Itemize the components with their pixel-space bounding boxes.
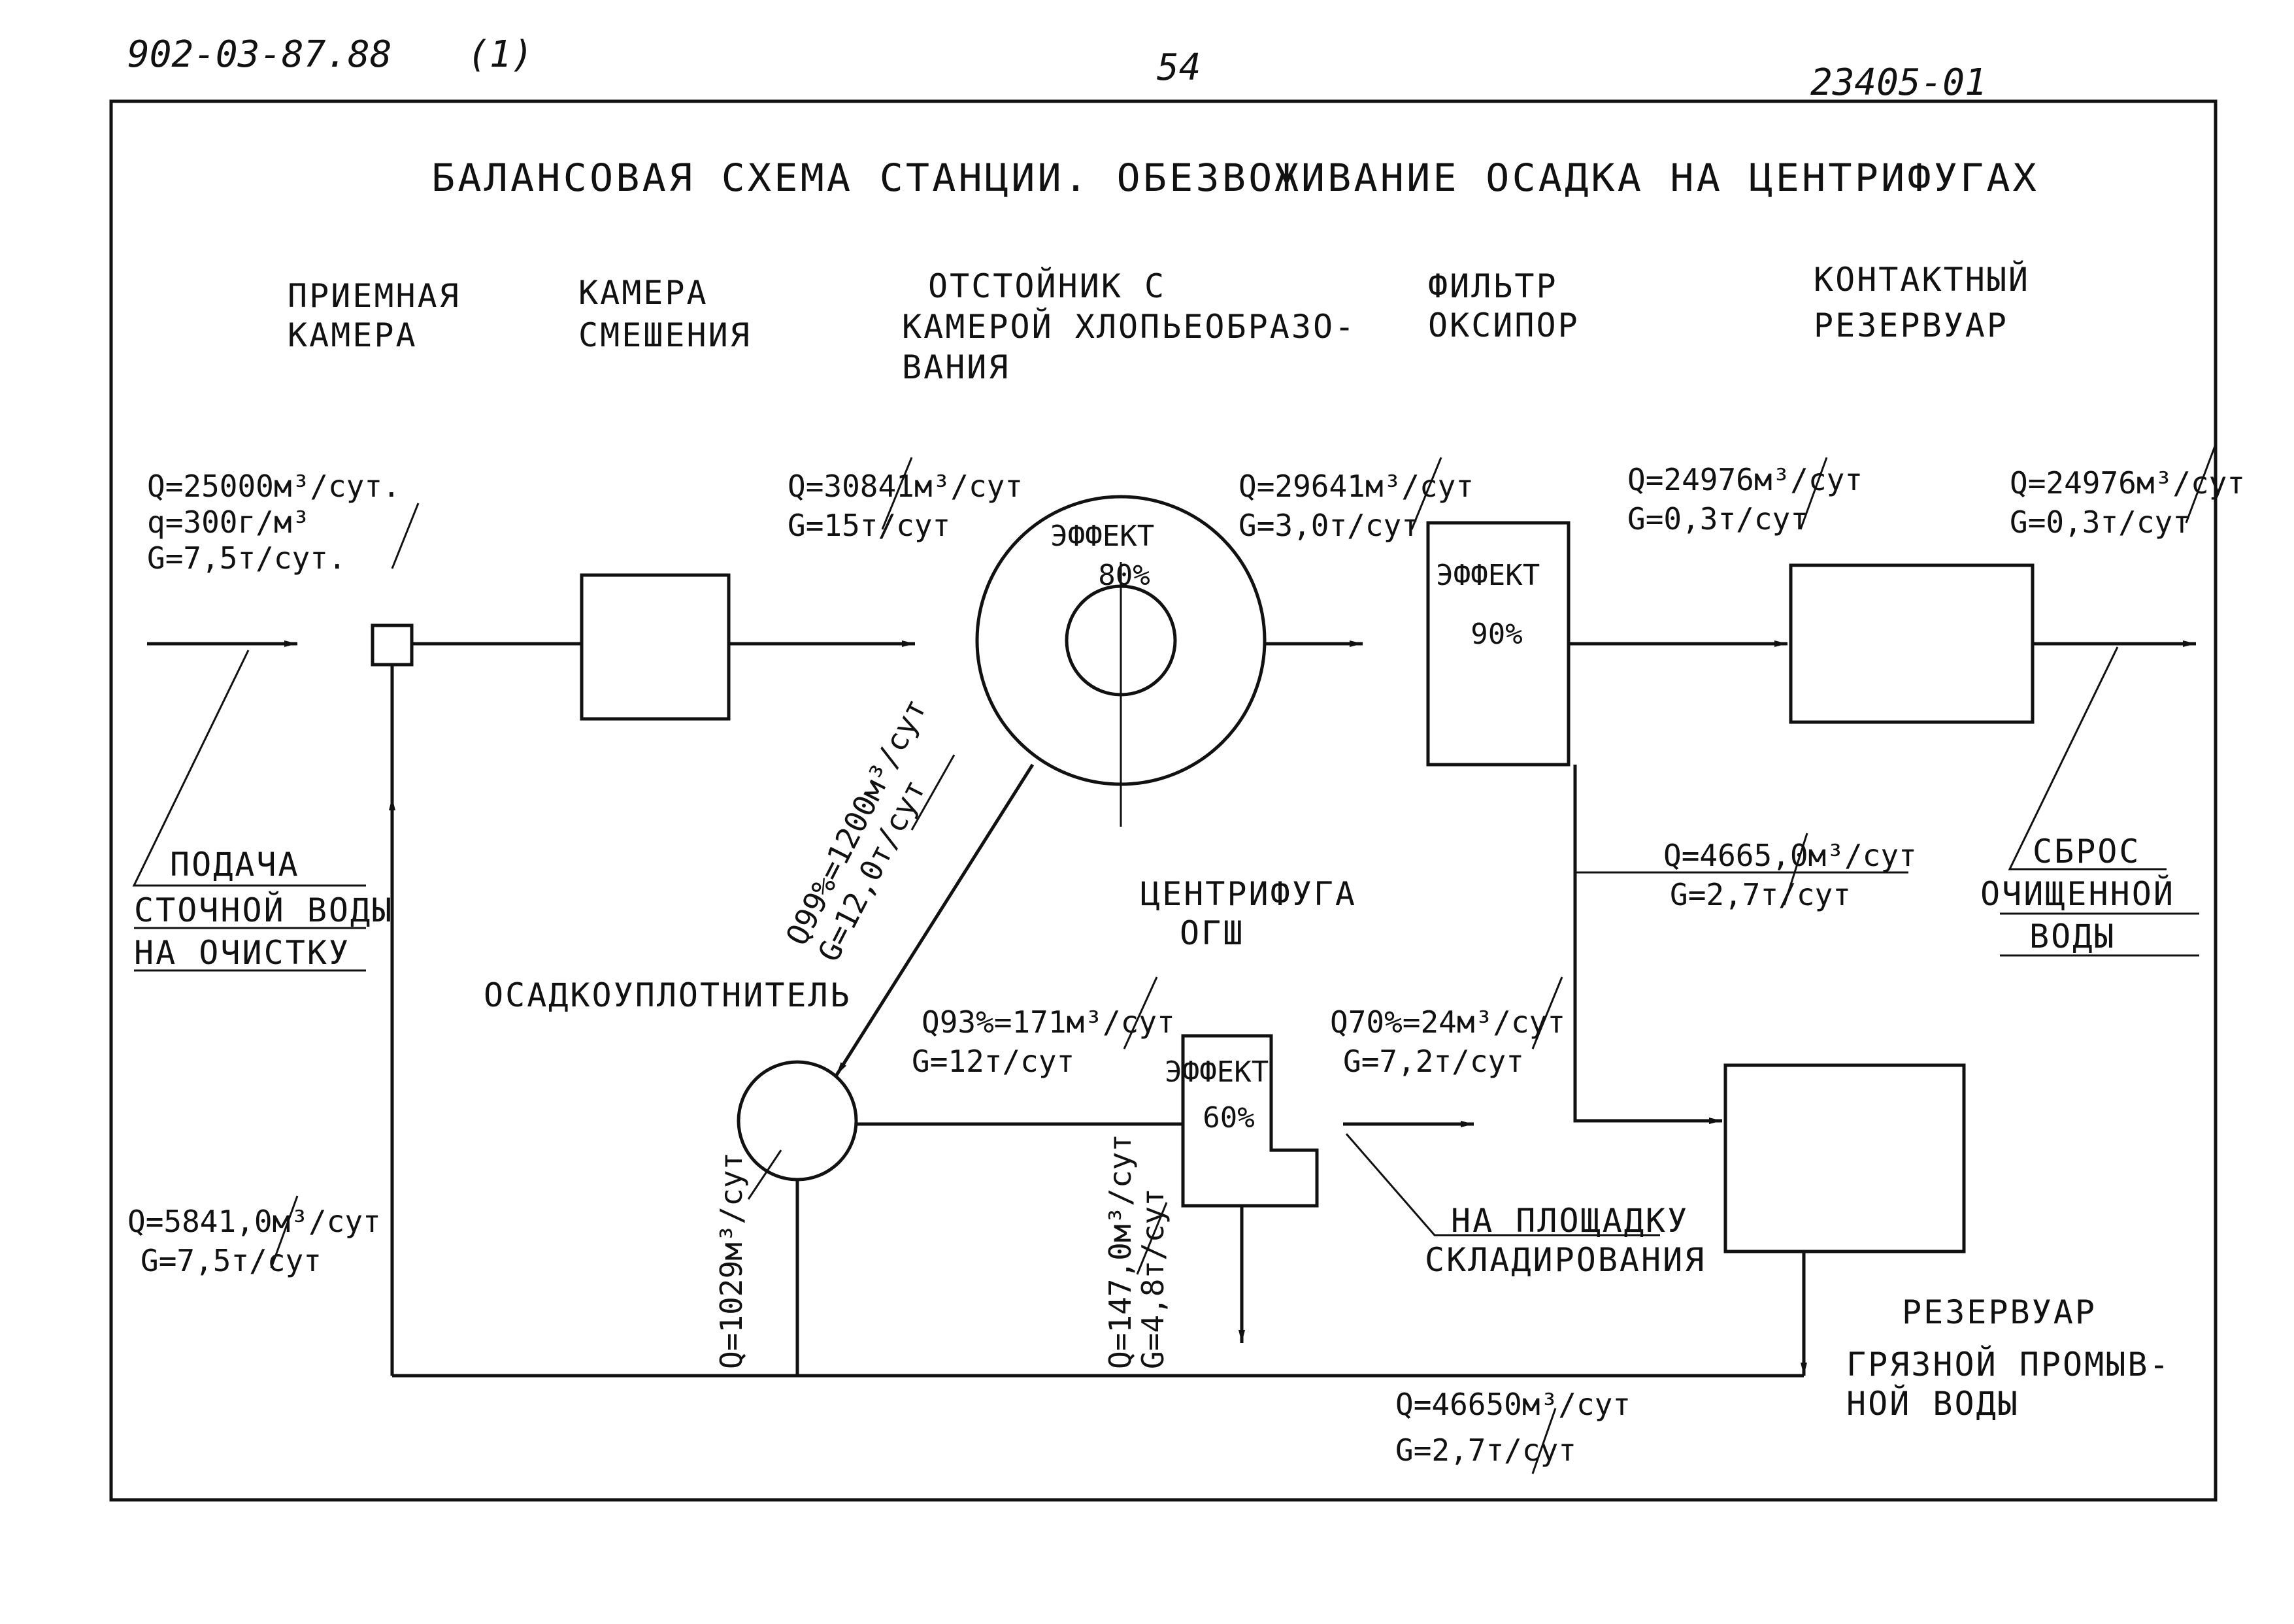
inlet-slash (391, 503, 420, 569)
return-flow-slash (1531, 1408, 1557, 1474)
contact-reservoir-box (1789, 563, 2035, 724)
centrifuge-shape (1181, 1034, 1319, 1208)
outlet-flow: Q=24976м³/сут G=0,3т/сут (2010, 465, 2263, 540)
centrifuge-effect: ЭФФЕКТ 60% (1165, 1055, 1286, 1135)
contact-reservoir-label: КОНТАКТНЫЙ РЕЗЕРВУАР (1814, 260, 2052, 344)
inlet-note: ПОДАЧА СТОЧНОЙ ВОДЫ НА ОЧИСТКУ (134, 846, 415, 972)
sheet-frame (109, 99, 2218, 1502)
wash-return-flow: Q=46650м³/сут G=2,7т/сут (1395, 1387, 1649, 1468)
receiving-chamber-label: ПРИЕМНАЯ КАМЕРА (288, 277, 482, 354)
archive-number: 23405-01 (1810, 61, 1987, 104)
centrifuge-flow-slash (1123, 976, 1158, 1050)
thickener-overflow-flow: Q=1029м³/сут (714, 1152, 749, 1369)
settler-label: ОТСТОЙНИК С КАМЕРОЙ ХЛОПЬЕОБРАЗО- ВАНИЯ (902, 267, 1378, 386)
oxypor-filter-label: ФИЛЬТР ОКСИПОР (1428, 267, 1580, 344)
filter-effect: ЭФФЕКТ 90% (1436, 559, 1557, 651)
filter-wash-line (1573, 765, 1722, 1124)
receiving-chamber-box (371, 623, 414, 667)
overflow-flow-slash (747, 1150, 782, 1200)
mixing-chamber-box (580, 573, 731, 721)
recycle-flow-slash (270, 1195, 299, 1268)
filter-flow-slash (1410, 457, 1442, 530)
filter-wash-flow: Q=4665,0м³/сут G=2,7т/сут (1663, 838, 1935, 912)
settler-flow-slash (881, 457, 913, 530)
reservoir-flow-slash (1799, 457, 1828, 530)
recycle-flow: Q=5841,0м³/сут G=7,5т/сут (127, 1204, 399, 1278)
outlet-leader (2008, 646, 2167, 870)
centrate-flow: Q=147,0м³/сут G=4,8т/сут (1103, 1116, 1171, 1369)
inlet-leader (132, 650, 366, 887)
cake-flow: Q70%=24м³/сут G=7,2т/сут (1330, 1004, 1584, 1079)
filter-inflow: Q=29641м³/сут G=3,0т/сут (1238, 469, 1492, 543)
mixing-chamber-label: КАМЕРА СМЕШЕНИЯ (578, 274, 752, 354)
outlet-note: СБРОС ОЧИЩЕННОЙ ВОДЫ (1980, 833, 2197, 955)
page-number: 54 (1157, 46, 1201, 89)
reservoir-inflow: Q=24976м³/сут G=0,3т/сут (1627, 462, 1881, 537)
storage-leader (1345, 1133, 1660, 1236)
settler-inflow: Q=30841м³/сут G=15т/сут (788, 469, 1041, 543)
settler-effect: ЭФФЕКТ 80% (1050, 520, 1171, 592)
centrifuge-label: ЦЕНТРИФУГА ОГШ (1140, 875, 1378, 952)
sludge-thickener-label: ОСАДКОУПЛОТНИТЕЛЬ (484, 976, 852, 1014)
settler-sludge-flow: Q99%=1200м³/сут G=12,0т/сут (779, 677, 974, 967)
dirty-wash-reservoir-label: РЕЗЕРВУАР ГРЯЗНОЙ ПРОМЫВ- НОЙ ВОДЫ (1846, 1293, 2193, 1423)
cake-flow-slash (1531, 976, 1563, 1050)
oxypor-filter-box (1426, 521, 1571, 767)
centrate-flow-slash (1136, 1202, 1168, 1275)
centrifuge-inflow: Q93%=171м³/сут G=12т/сут (912, 1004, 1193, 1079)
doc-number: 902-03-87.88 (127, 33, 392, 76)
dirty-wash-reservoir-box (1723, 1063, 1966, 1253)
storage-note: НА ПЛОЩАДКУ СКЛАДИРОВАНИЯ (1425, 1202, 1710, 1279)
wash-flow-slash (1783, 833, 1808, 906)
settler-sludge-slash (910, 754, 956, 831)
sludge-thickener-circle (737, 1060, 858, 1182)
settler-sludge-line (835, 763, 1035, 1076)
diagram-title: БАЛАНСОВАЯ СХЕМА СТАНЦИИ. ОБЕЗВОЖИВАНИЕ … (431, 156, 2039, 200)
outlet-flow-slash (2185, 444, 2217, 523)
inlet-flow: Q=25000м³/сут. q=300г/м³ G=7,5т/сут. (147, 469, 418, 576)
sheet-part: (1) (467, 33, 533, 76)
